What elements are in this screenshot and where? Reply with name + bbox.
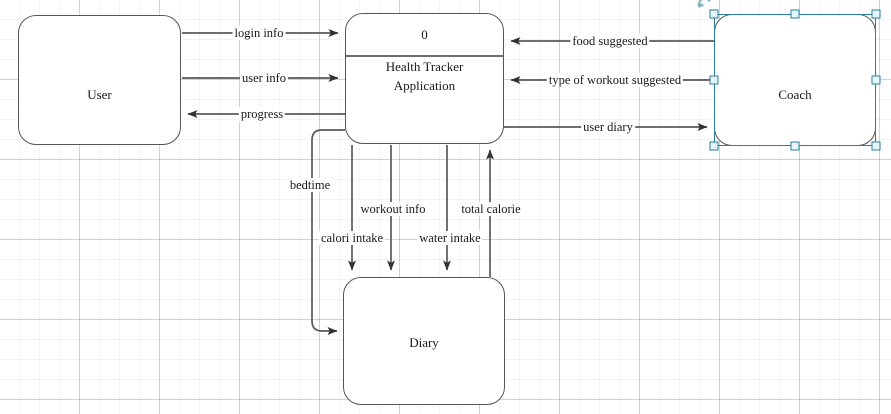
handle-top-left[interactable] <box>709 9 719 19</box>
handle-bottom-center[interactable] <box>790 141 800 151</box>
edge-label-total-calorie: total calorie <box>459 202 523 216</box>
handle-top-right[interactable] <box>871 9 881 19</box>
edge-label-bedtime: bedtime <box>287 178 333 192</box>
node-user[interactable]: User <box>18 15 181 145</box>
selection-outline <box>714 14 876 146</box>
edge-label-workout-info: workout info <box>358 202 428 216</box>
edge-label-calori-intake: calori intake <box>318 231 386 245</box>
handle-top-center[interactable] <box>790 9 800 19</box>
node-hta-label: Health Tracker Application <box>385 59 464 93</box>
node-diary[interactable]: Diary <box>343 277 505 405</box>
handle-bottom-right[interactable] <box>871 141 881 151</box>
node-coach-label: Coach <box>778 87 812 102</box>
rotate-icon[interactable] <box>696 0 714 13</box>
edge-label-login-info: login info <box>232 26 286 40</box>
edge-label-progress: progress <box>238 107 286 121</box>
selection-overlay-coach <box>697 0 881 151</box>
handle-middle-left[interactable] <box>709 75 719 85</box>
edge-label-user-info: user info <box>239 71 289 85</box>
edge-label-food-suggested: food suggested <box>570 34 650 48</box>
handle-middle-right[interactable] <box>871 75 881 85</box>
handle-bottom-left[interactable] <box>709 141 719 151</box>
node-hta-header-number: 0 <box>346 14 503 57</box>
edge-label-user-diary: user diary <box>581 120 635 134</box>
node-coach[interactable]: Coach <box>714 14 876 146</box>
edge-label-type-of-workout-suggested: type of workout suggested <box>546 73 684 87</box>
edge-label-water-intake: water intake <box>417 231 483 245</box>
node-diary-label: Diary <box>409 335 439 350</box>
node-user-label: User <box>87 87 112 102</box>
node-health-tracker-application[interactable]: 0 Health Tracker Application <box>345 13 504 144</box>
